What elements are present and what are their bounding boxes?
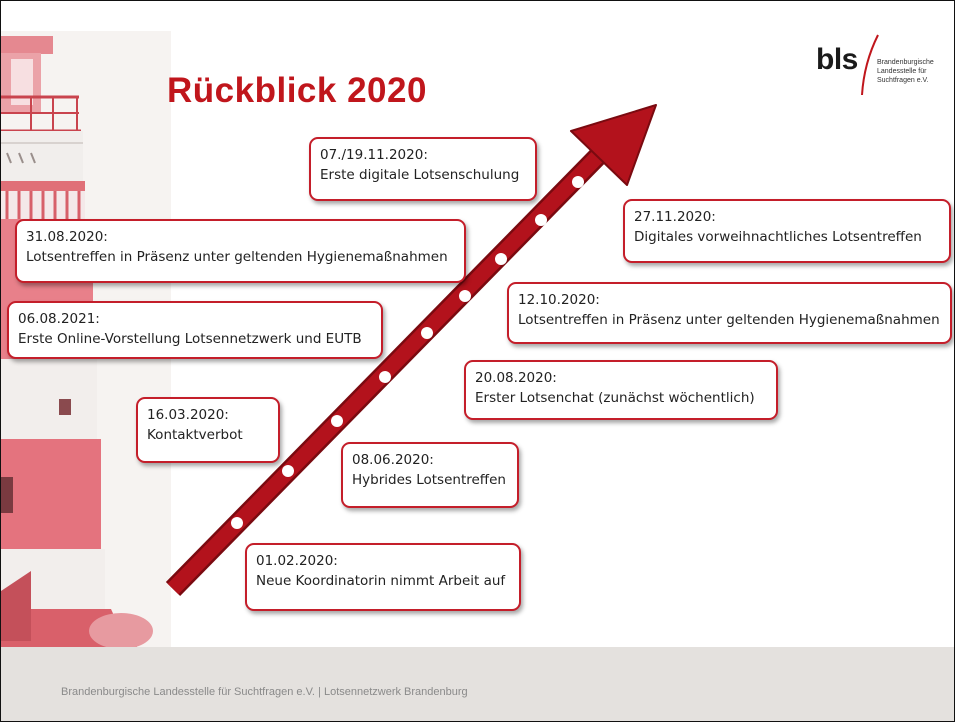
logo-line: Landesstelle für <box>877 68 927 75</box>
event-text: Erste digitale Lotsenschulung <box>320 167 520 183</box>
bls-logo: bls Brandenburgische Landesstelle für Su… <box>816 31 946 97</box>
footer-text: Brandenburgische Landesstelle für Suchtf… <box>61 686 468 698</box>
timeline-dot <box>495 253 507 265</box>
event-box: 07./19.11.2020: Erste digitale Lotsensch… <box>309 137 537 201</box>
timeline-dots <box>231 176 584 529</box>
footer-band <box>1 647 954 721</box>
timeline-dot <box>282 465 294 477</box>
event-text: Lotsentreffen in Präsenz unter geltenden… <box>518 312 940 328</box>
event-date: 31.08.2020: <box>26 229 108 245</box>
event-date: 27.11.2020: <box>634 209 716 225</box>
event-text: Hybrides Lotsentreffen <box>352 472 506 488</box>
event-box: 31.08.2020: Lotsentreffen in Präsenz unt… <box>15 219 466 283</box>
logo-abbreviation: bls <box>816 43 858 76</box>
event-text: Digitales vorweihnachtliches Lotsentreff… <box>634 229 922 245</box>
timeline-dot <box>379 371 391 383</box>
event-date: 20.08.2020: <box>475 370 557 386</box>
timeline-dot <box>331 415 343 427</box>
timeline-dot <box>572 176 584 188</box>
slide-title: Rückblick 2020 <box>167 71 427 110</box>
event-text: Lotsentreffen in Präsenz unter geltenden… <box>26 249 448 265</box>
arrow-shaft <box>165 145 609 597</box>
timeline-dot <box>459 290 471 302</box>
event-box: 08.06.2020: Hybrides Lotsentreffen <box>341 442 519 508</box>
event-box: 27.11.2020: Digitales vorweihnachtliches… <box>623 199 951 263</box>
event-date: 06.08.2021: <box>18 311 100 327</box>
event-box: 20.08.2020: Erster Lotsenchat (zunächst … <box>464 360 778 420</box>
event-text: Kontaktverbot <box>147 427 243 443</box>
arrow-head <box>570 104 657 186</box>
event-text: Erster Lotsenchat (zunächst wöchentlich) <box>475 390 755 406</box>
logo-text: Brandenburgische Landesstelle für Suchtf… <box>877 58 934 85</box>
event-box: 06.08.2021: Erste Online-Vorstellung Lot… <box>7 301 383 359</box>
timeline-dot <box>535 214 547 226</box>
logo-line: Brandenburgische <box>877 59 934 66</box>
logo-line: Suchtfragen e.V. <box>877 77 929 84</box>
event-date: 07./19.11.2020: <box>320 147 428 163</box>
timeline-dot <box>421 327 433 339</box>
event-date: 01.02.2020: <box>256 553 338 569</box>
event-date: 16.03.2020: <box>147 407 229 423</box>
event-date: 08.06.2020: <box>352 452 434 468</box>
event-text: Erste Online-Vorstellung Lotsennetzwerk … <box>18 331 362 347</box>
timeline-dot <box>231 517 243 529</box>
event-date: 12.10.2020: <box>518 292 600 308</box>
event-box: 01.02.2020: Neue Koordinatorin nimmt Arb… <box>245 543 521 611</box>
logo-slash-icon <box>861 34 879 96</box>
event-box: 12.10.2020: Lotsentreffen in Präsenz unt… <box>507 282 952 344</box>
event-box: 16.03.2020: Kontaktverbot <box>136 397 280 463</box>
event-text: Neue Koordinatorin nimmt Arbeit auf <box>256 573 506 589</box>
